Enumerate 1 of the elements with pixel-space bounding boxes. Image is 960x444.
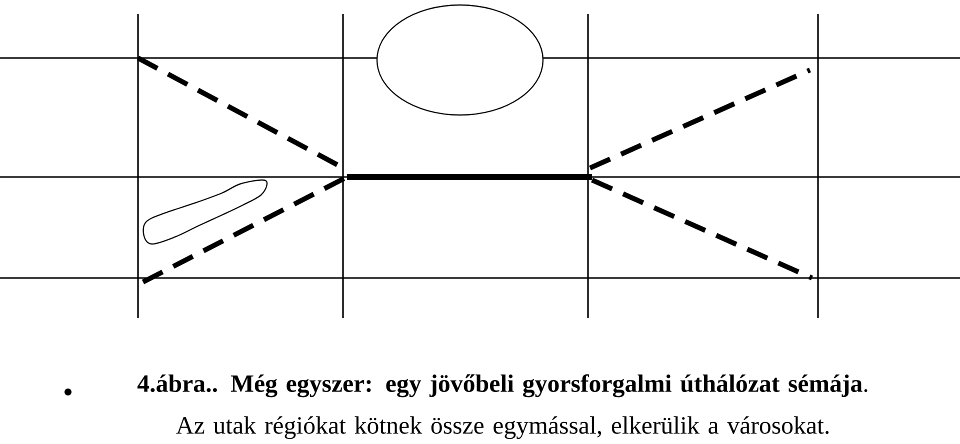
figure-caption: 4.ábra.. Még egyszer: egy jövőbeli gyorsforgalmi úthálózat sémája. Az utak régiókat kötnek össze egymással, elkerülik a városokat. <box>137 374 868 439</box>
